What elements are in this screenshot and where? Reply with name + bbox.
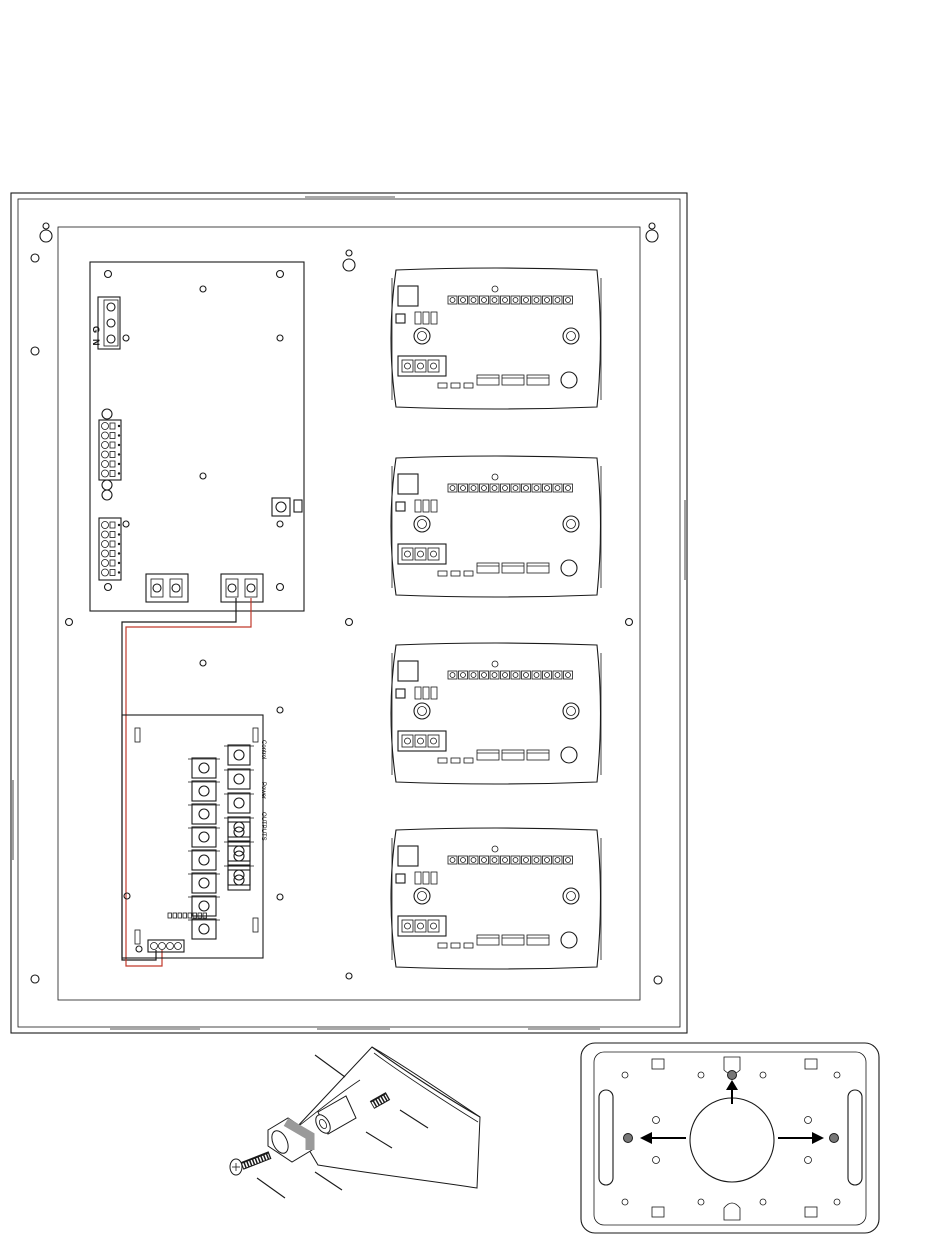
- direction-arrows: [640, 1080, 824, 1144]
- center-opening: [690, 1098, 774, 1182]
- output-terminal-column: [224, 745, 254, 890]
- battery-terminal-right: [221, 574, 263, 602]
- voltage-adjust-pot: [272, 498, 302, 516]
- relay-module-1: [391, 268, 601, 409]
- mounting-plate: [581, 1043, 879, 1233]
- backplate: [58, 227, 640, 1000]
- power-wires: [122, 598, 251, 966]
- pwr-out-label: Power: [260, 782, 266, 799]
- input-terminal: [124, 893, 184, 952]
- ground-label: G: [91, 326, 101, 333]
- relay-contact-terminals: [99, 409, 121, 500]
- relay-module-3: [391, 643, 601, 784]
- power-supply-board: G N: [90, 262, 304, 611]
- outputs-label: OUTPUTS: [260, 812, 266, 841]
- ac-input-terminal: G N: [91, 297, 120, 349]
- hardware-detail: [230, 1047, 480, 1198]
- keyhole-slot-right: [646, 223, 658, 242]
- output-distribution-board: Control Power OUTPUTS: [122, 715, 266, 958]
- keyhole-slot-left: [40, 223, 52, 242]
- keyhole-slot-center: [343, 250, 355, 271]
- dc-output-terminals: [99, 518, 121, 580]
- ps-out-label: Control: [260, 740, 266, 759]
- fuse-column: [188, 758, 220, 939]
- battery-terminal-left: [146, 574, 188, 602]
- screw: [230, 1155, 270, 1175]
- relay-module-2: [391, 456, 601, 597]
- relay-module-4: [391, 828, 601, 969]
- mounting-studs: [624, 1071, 839, 1143]
- neutral-label: N: [91, 339, 101, 346]
